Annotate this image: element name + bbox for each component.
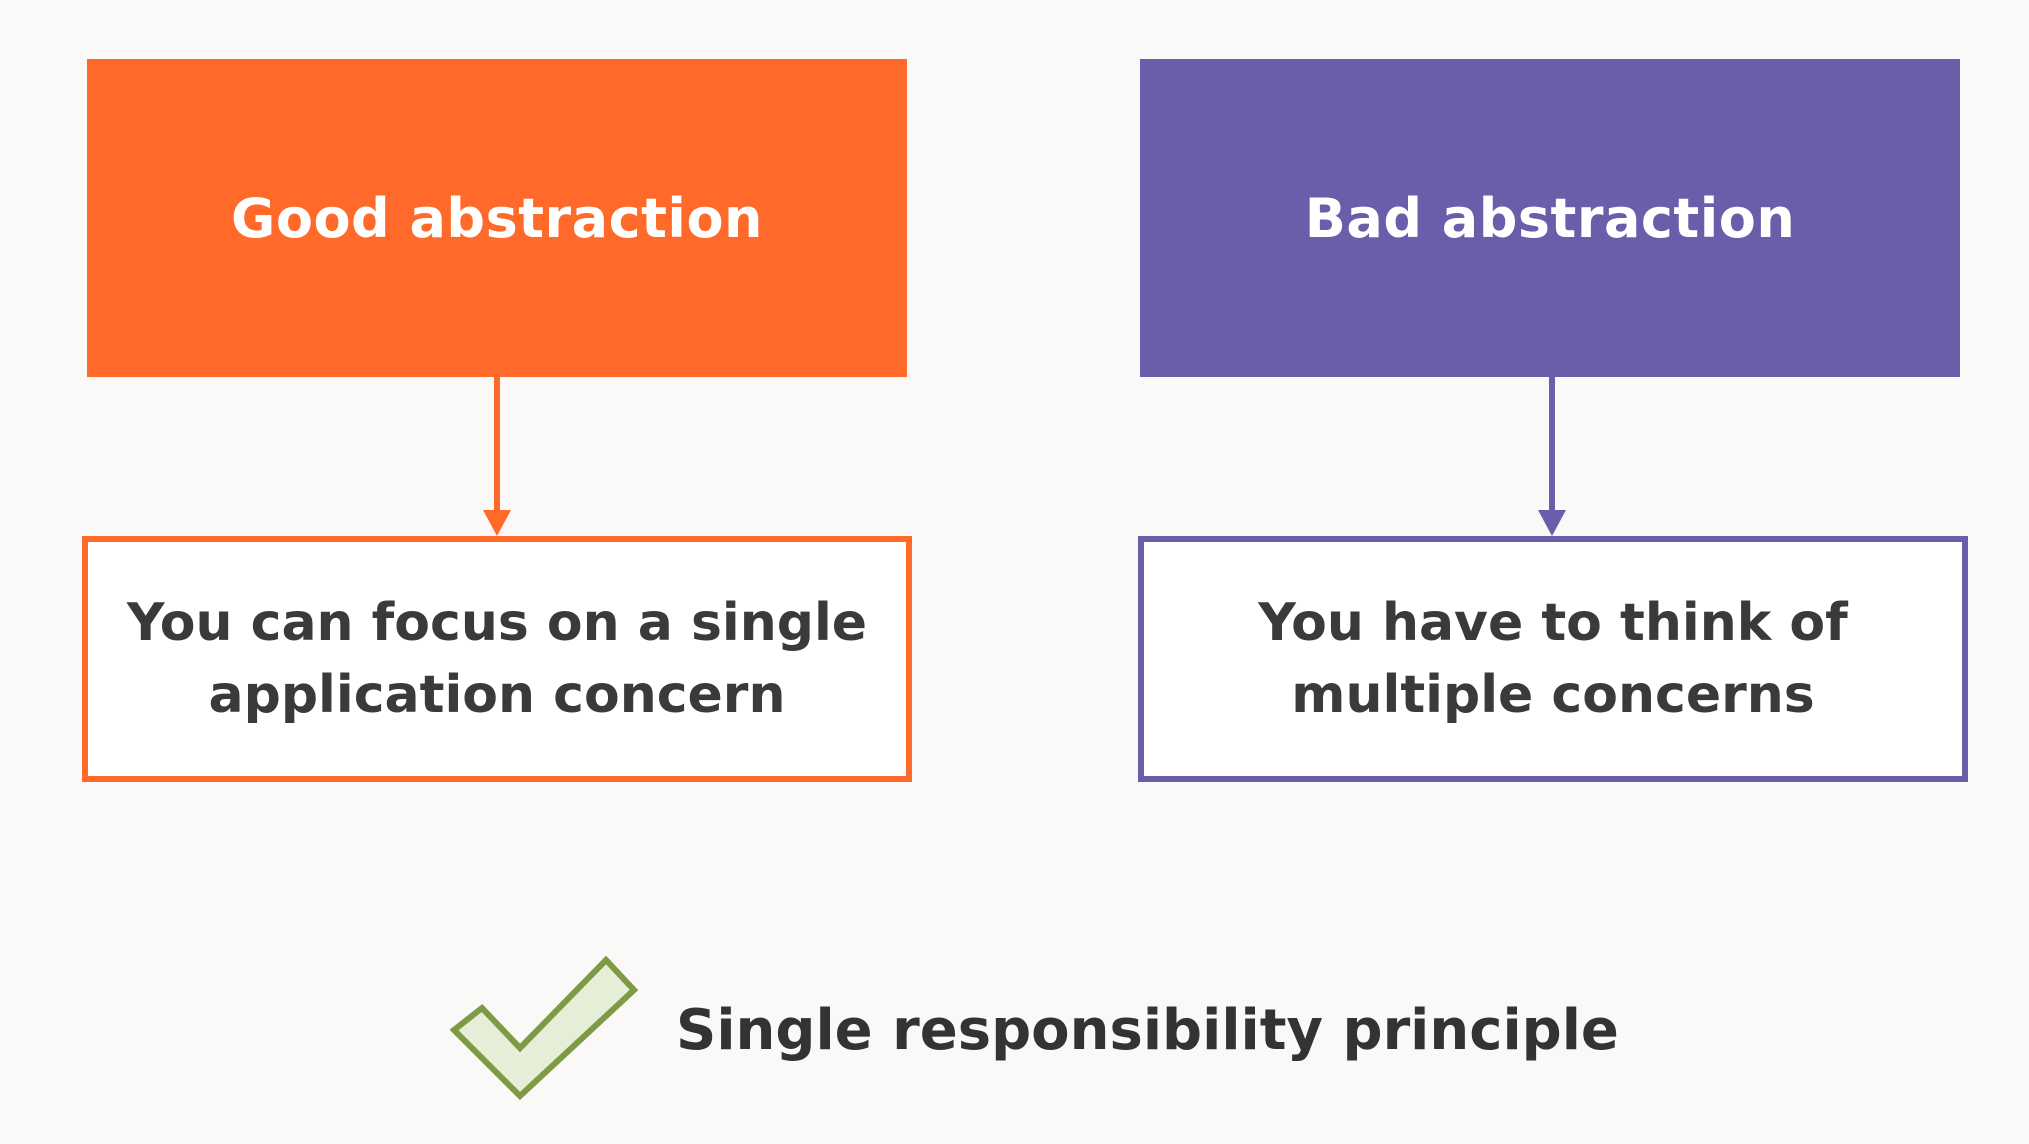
good-concern-box: You can focus on a single application co…: [82, 536, 912, 782]
principle-row: Single responsibility principle: [450, 950, 1619, 1110]
bad-concern-text: You have to think of multiple concerns: [1258, 593, 1848, 725]
bad-abstraction-title: Bad abstraction: [1304, 186, 1796, 250]
checkmark-icon: [450, 955, 639, 1101]
principle-label: Single responsibility principle: [676, 997, 1619, 1063]
good-arrow: [483, 377, 511, 536]
bad-concern-box: You have to think of multiple concerns: [1138, 536, 1968, 782]
bad-arrow: [1538, 377, 1566, 536]
bad-abstraction-box: Bad abstraction: [1140, 59, 1960, 377]
good-abstraction-title: Good abstraction: [231, 186, 763, 250]
good-abstraction-box: Good abstraction: [87, 59, 907, 377]
good-concern-text: You can focus on a single application co…: [126, 593, 868, 725]
